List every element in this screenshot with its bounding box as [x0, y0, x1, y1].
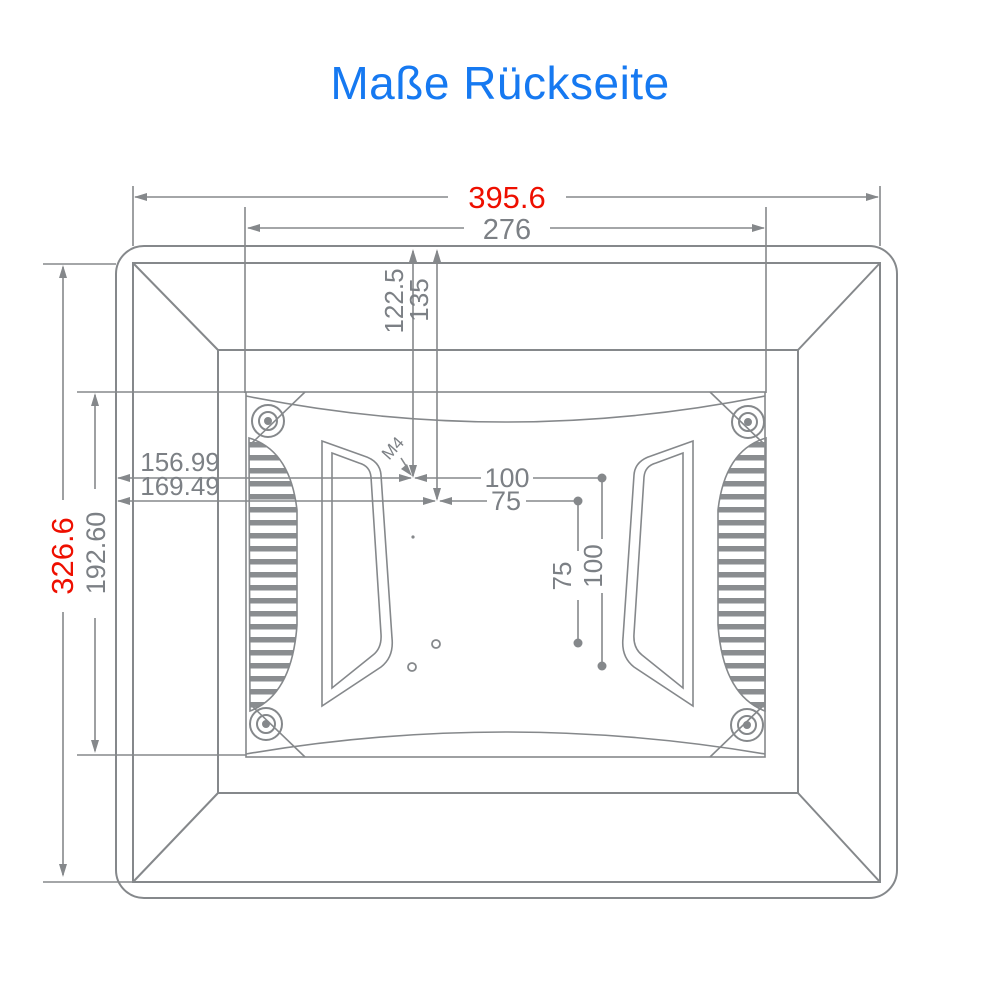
- dim-label-hole-top-offset-inner: 122.5: [379, 268, 409, 333]
- vent-grille-right: [717, 436, 767, 713]
- thread-callout: M4: [378, 433, 412, 476]
- cutout-right-inner: [633, 451, 684, 690]
- dim-label-overall-width: 395.6: [468, 180, 546, 215]
- screw-top-right: [731, 405, 765, 439]
- dim-hole-top-offset-outer: 135: [404, 249, 441, 501]
- dim-label-hole-left-offset-outer: 169.49: [140, 471, 220, 501]
- outer-silhouette: [115, 245, 898, 899]
- dim-plate-width: 276: [244, 207, 767, 393]
- vesa-hole-100-bottom-left: [407, 662, 417, 672]
- dim-hole-left-offset-outer: 169.49: [117, 471, 436, 505]
- page-title: Maße Rückseite: [330, 57, 670, 109]
- vent-grille-left: [248, 436, 298, 713]
- vesa-holes: [407, 535, 441, 672]
- screw-top-left: [251, 404, 285, 438]
- monitor-body-outline: [115, 245, 898, 899]
- dim-vesa-width-100: 100: [414, 463, 607, 493]
- plate-chamfer-tr: [709, 391, 764, 444]
- dim-label-overall-height: 326.6: [45, 517, 80, 595]
- dim-label-vesa-width-100: 100: [484, 463, 529, 493]
- dim-label-plate-height: 192.60: [81, 512, 111, 595]
- corner-diagonal-tl: [132, 262, 219, 351]
- cutout-left-inner: [331, 451, 382, 690]
- dim-vesa-height-75: 75: [547, 505, 583, 648]
- dim-label-vesa-height-75: 75: [547, 562, 577, 591]
- dim-label-hole-left-offset-inner: 156.99: [140, 447, 220, 477]
- plate-chamfer-bl: [251, 705, 306, 758]
- dim-hole-top-offset-inner: 122.5: [379, 249, 417, 478]
- vesa-hole-75-bottom-left: [431, 639, 441, 649]
- dim-label-thread-size: M4: [378, 433, 408, 463]
- surface-dot: [411, 535, 415, 539]
- cutout-right-outer: [621, 439, 694, 708]
- dim-label-hole-top-offset-outer: 135: [404, 278, 434, 321]
- dim-plate-height: 192.60: [77, 391, 246, 756]
- dim-hole-left-offset-inner: 156.99: [117, 447, 412, 482]
- corner-diagonal-br: [797, 792, 881, 883]
- screw-bottom-right: [730, 708, 764, 742]
- corner-diagonal-bl: [132, 792, 219, 883]
- plate-chamfer-br: [709, 705, 764, 758]
- dim-label-vesa-width-75: 75: [491, 486, 521, 516]
- corner-diagonal-tr: [797, 262, 881, 351]
- cutout-right: [621, 439, 694, 708]
- dim-vesa-height-100: 100: [578, 482, 608, 671]
- plate-bottom-curve: [245, 731, 766, 755]
- grille-outline-left: [248, 436, 298, 713]
- dim-overall-width: 395.6: [132, 180, 881, 246]
- grille-outline-right: [717, 436, 767, 713]
- cutout-left-outer: [321, 439, 394, 708]
- dim-vesa-width-75: 75: [439, 486, 583, 516]
- cutout-left: [321, 439, 394, 708]
- dim-label-vesa-height-100: 100: [578, 544, 608, 587]
- plate-top-curve: [245, 395, 766, 423]
- dim-label-plate-width: 276: [483, 214, 531, 246]
- body-edge: [132, 262, 881, 883]
- rear-panel-edge: [217, 349, 799, 794]
- corner-screws: [249, 404, 765, 742]
- screw-bottom-left: [249, 707, 283, 741]
- dim-overall-height: 326.6: [43, 263, 133, 883]
